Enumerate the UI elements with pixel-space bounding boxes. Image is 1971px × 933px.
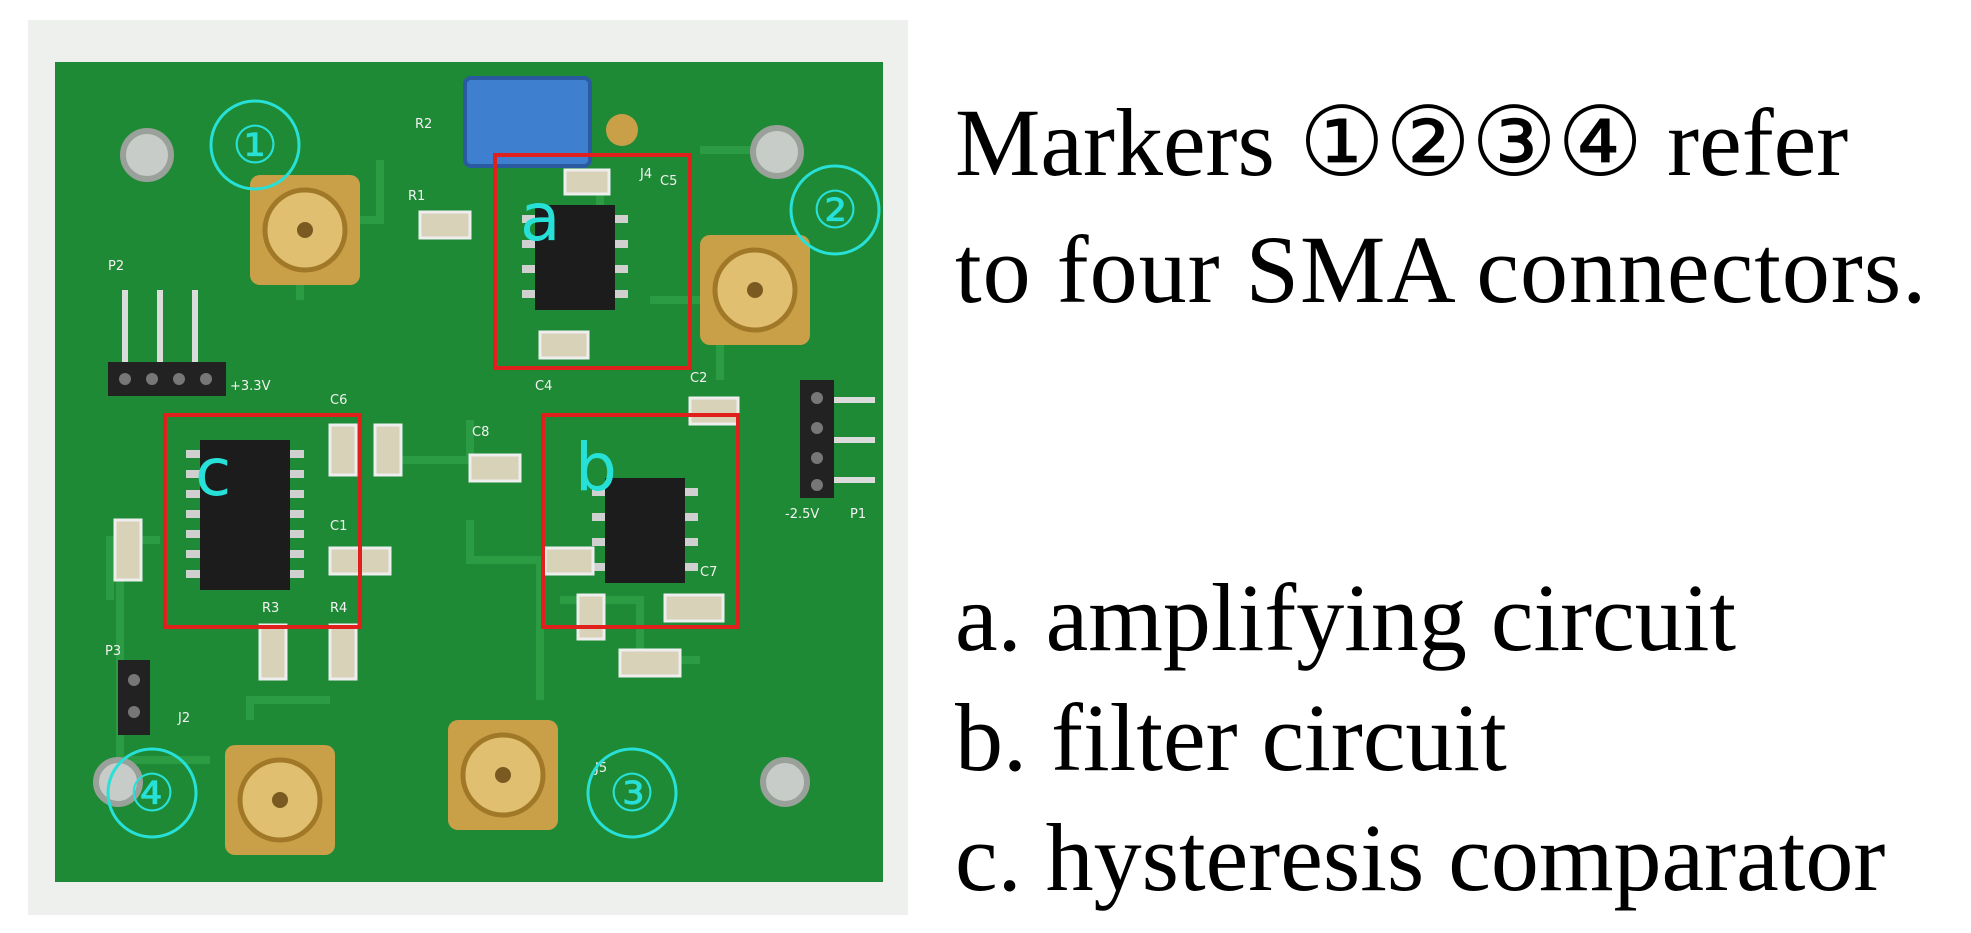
region-box-b xyxy=(541,413,740,629)
silk-p2: P2 xyxy=(108,259,124,274)
sma-connector-1 xyxy=(250,175,360,285)
smd-components xyxy=(113,168,740,681)
pin-header-p2 xyxy=(108,290,226,396)
legend-item-c: c. hysteresis comparator xyxy=(955,804,1886,911)
marker-3: ③ xyxy=(609,764,656,824)
marker-4: ④ xyxy=(129,764,176,824)
silk-p3: P3 xyxy=(105,644,121,659)
silk-c4: C4 xyxy=(535,379,552,394)
sma-connector-3 xyxy=(448,720,558,830)
marker-1: ① xyxy=(232,116,279,176)
ic-comparator xyxy=(186,440,304,590)
silk-v-neg2: -2.5V xyxy=(785,507,819,522)
pin-header-p3 xyxy=(118,660,150,735)
potentiometer xyxy=(463,76,592,168)
silk-c2: C2 xyxy=(690,371,707,386)
silk-j4: J4 xyxy=(639,167,652,182)
silk-c8: C8 xyxy=(472,425,489,440)
marker-circles xyxy=(106,99,881,839)
silk-r1: R1 xyxy=(408,189,425,204)
region-label-a: a xyxy=(520,179,560,256)
region-box-c xyxy=(163,413,362,629)
silk-r3: R3 xyxy=(262,601,279,616)
silk-c7: C7 xyxy=(700,565,717,580)
silk-c1: C1 xyxy=(330,519,347,534)
silk-r4: R4 xyxy=(330,601,347,616)
region-label-c: c xyxy=(195,434,231,511)
caption-connectors-line: to four SMA connectors. xyxy=(955,216,1928,323)
region-label-b: b xyxy=(575,429,617,506)
silk-v-pos: +3.3V xyxy=(230,379,271,394)
silk-j2: J2 xyxy=(177,711,190,726)
legend-item-b: b. filter circuit xyxy=(955,684,1507,791)
caption-markers-line: Markers ①②③④ refer xyxy=(955,89,1849,196)
region-box-a xyxy=(493,153,692,370)
ic-filter xyxy=(592,478,698,583)
ic-amplifier xyxy=(522,205,628,310)
sma-connector-2 xyxy=(700,235,810,345)
silk-c5: C5 xyxy=(660,174,677,189)
silk-r2: R2 xyxy=(415,117,432,132)
silk-p1: P1 xyxy=(850,507,866,522)
silk-c6: C6 xyxy=(330,393,347,408)
legend-item-a: a. amplifying circuit xyxy=(955,564,1737,671)
pin-header-p1 xyxy=(800,380,875,498)
silkscreen-labels: R2 R1 P2 +3.3V J4 C5 C4 C2 C6 C8 C1 C7 R… xyxy=(105,117,866,776)
sma-connector-4 xyxy=(225,745,335,855)
marker-2: ② xyxy=(812,181,859,241)
potentiometer-screw xyxy=(606,114,638,146)
